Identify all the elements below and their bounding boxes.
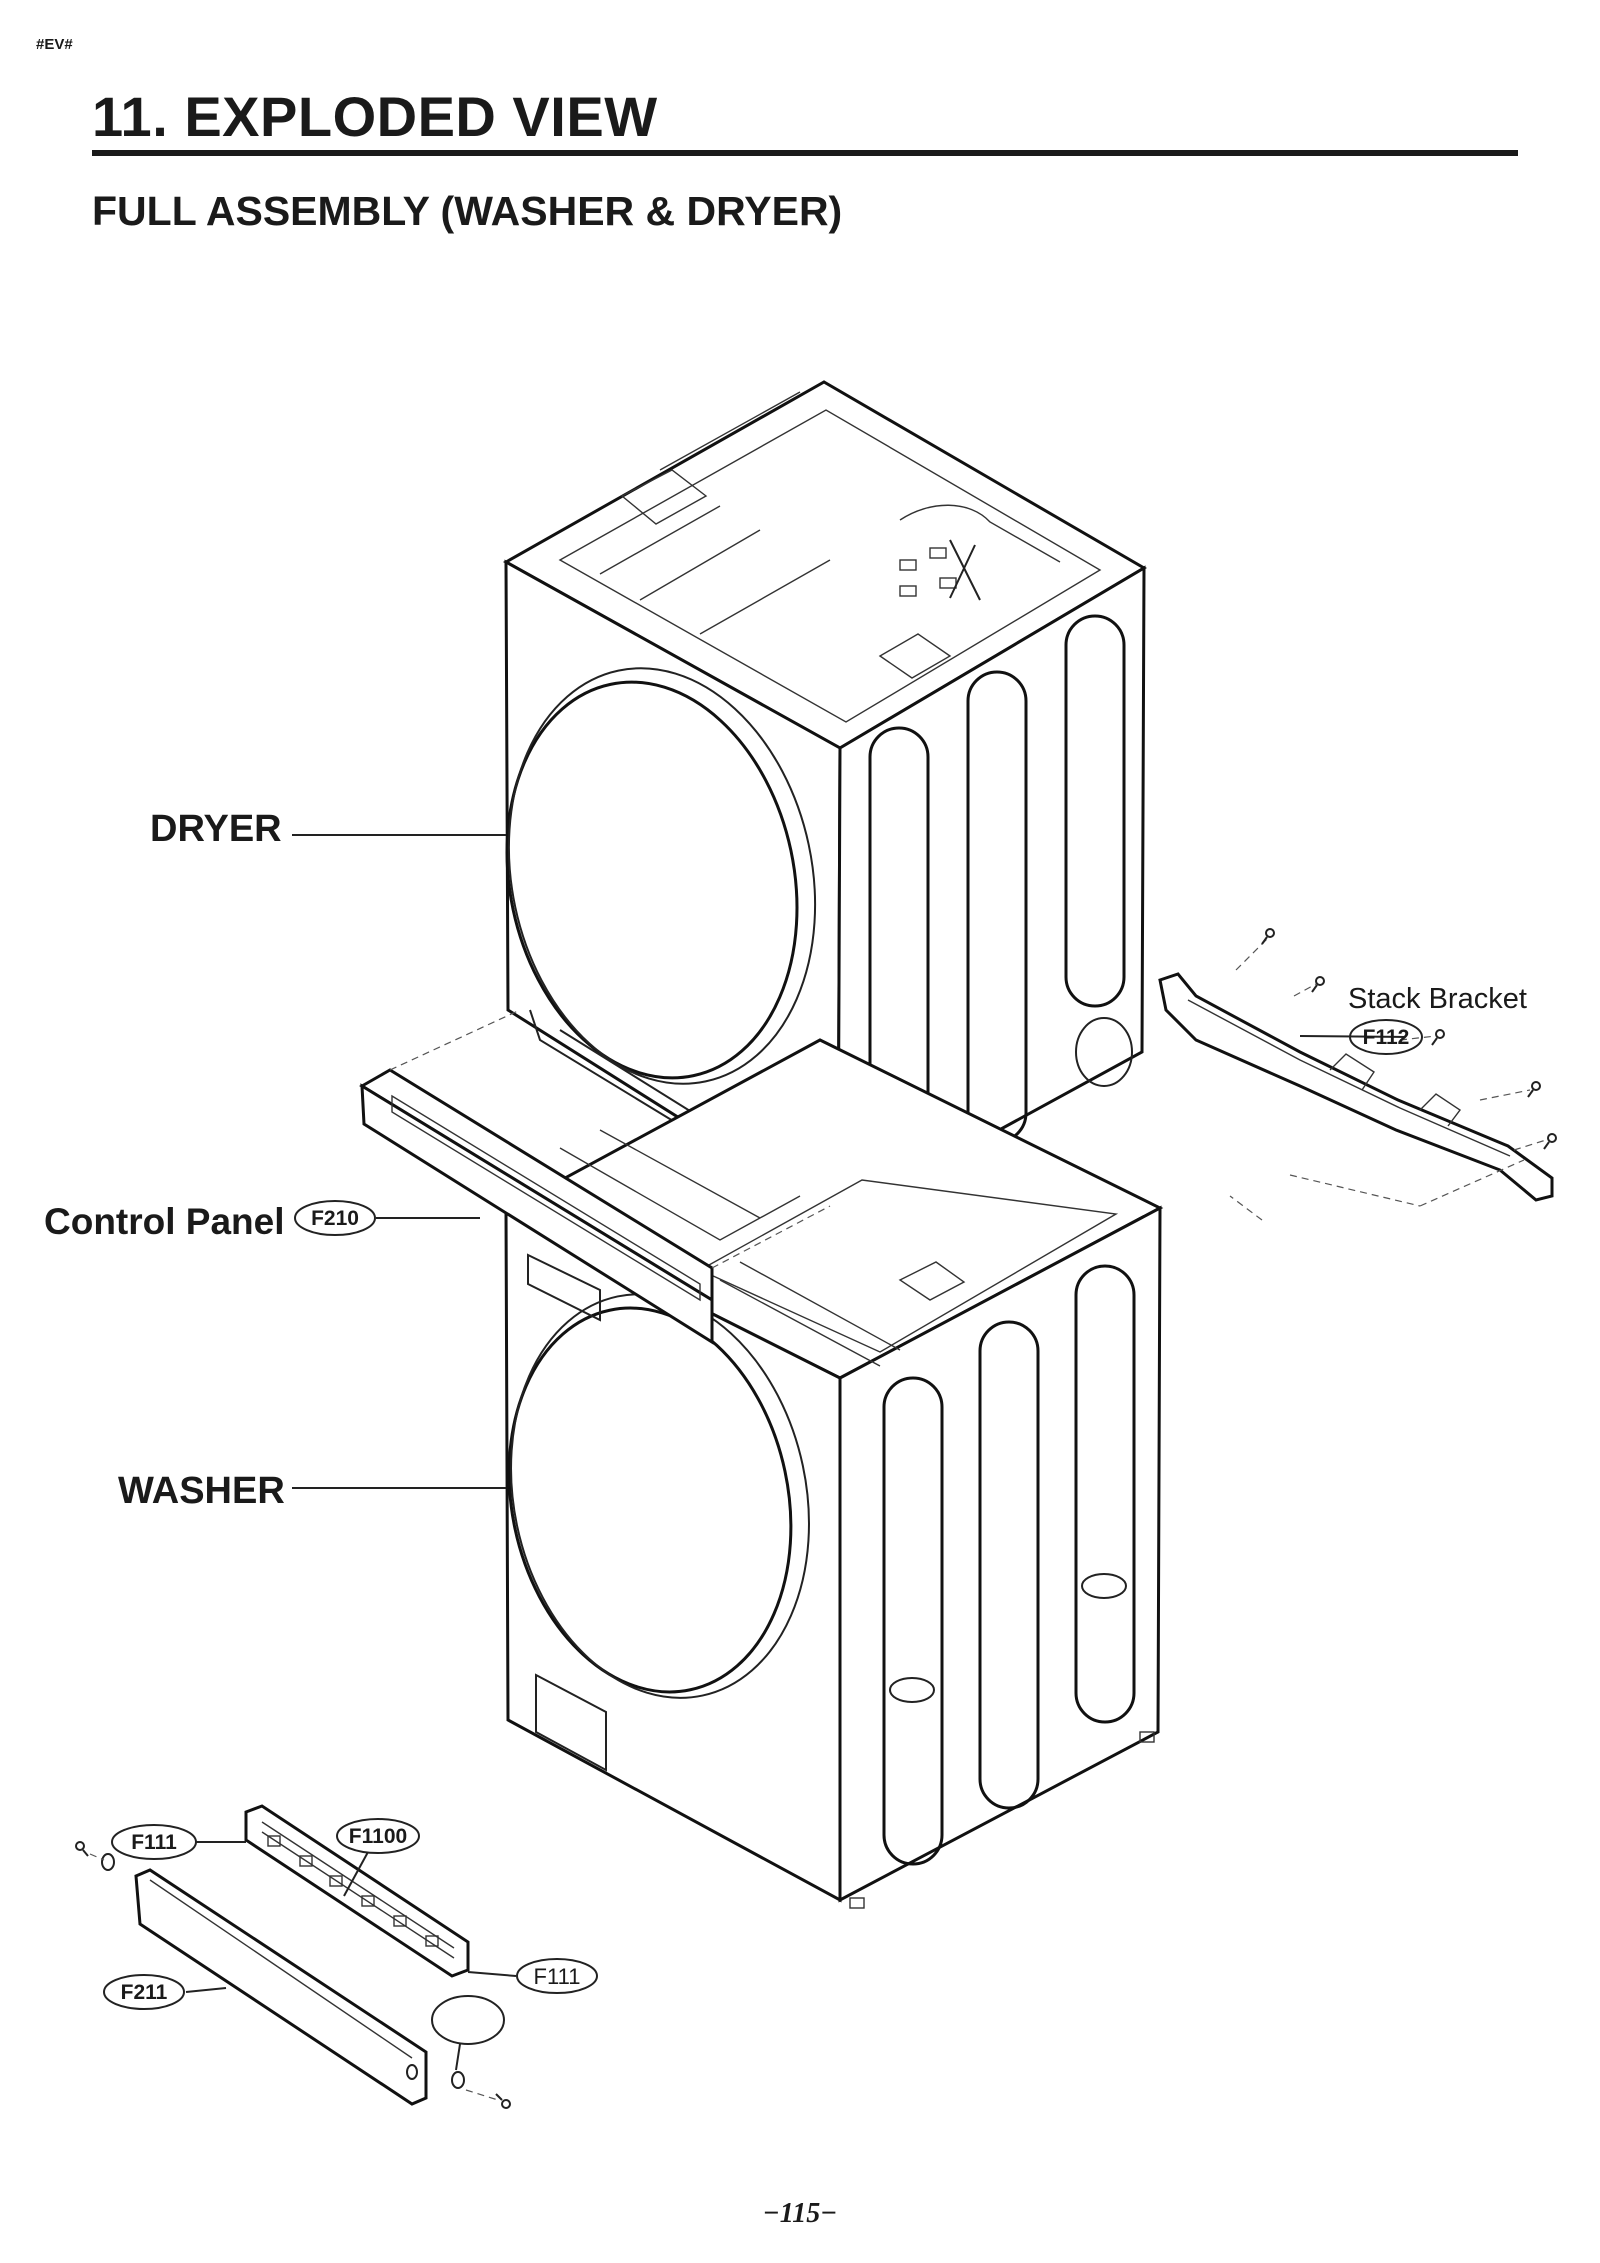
- part-callout-f1100-text: F1100: [349, 1825, 407, 1848]
- part-callout-f111-right-text: F111: [534, 1964, 581, 1989]
- stack-bracket-label: Stack Bracket: [1348, 983, 1527, 1015]
- front-trim-part: [75, 1841, 511, 2109]
- screw-icon: [75, 1841, 89, 1857]
- part-callout-f211: F211: [103, 1974, 185, 2010]
- part-callout-f210-text: F210: [311, 1207, 359, 1230]
- part-callout-f111-left-text: F111: [131, 1831, 177, 1854]
- f211-leader-line: [185, 1987, 227, 1993]
- page-title: 11. EXPLODED VIEW: [92, 85, 658, 148]
- document-tag: #EV#: [36, 36, 73, 53]
- part-callout-f210: F210: [294, 1200, 376, 1236]
- page-number: −115−: [762, 2198, 838, 2229]
- f111-right-leader-line: [467, 1971, 517, 1977]
- control-panel-label: Control Panel: [44, 1201, 285, 1242]
- page-subtitle: FULL ASSEMBLY (WASHER & DRYER): [92, 188, 843, 234]
- stack-bracket-part: [1158, 928, 1557, 1221]
- part-callout-f111-left: F111: [111, 1824, 197, 1860]
- screw-icon: [1527, 1081, 1541, 1098]
- dryer-unit: [502, 380, 1147, 1221]
- f1100-leader-line: [343, 1851, 369, 1897]
- washer-unit: [502, 1038, 1164, 1909]
- washer-label: WASHER: [118, 1470, 285, 1512]
- part-callout-f211-text: F211: [121, 1981, 168, 2004]
- part-callout-f1100: F1100: [336, 1818, 420, 1854]
- screw-icon: [1431, 1029, 1445, 1046]
- dryer-label: DRYER: [150, 808, 282, 850]
- screw-icon: [1261, 928, 1275, 945]
- screw-icon: [495, 2093, 511, 2109]
- part-callout-f112: F112: [1349, 1019, 1423, 1055]
- pcb-assembly-part: [244, 1804, 470, 1978]
- screw-icon: [1543, 1133, 1557, 1150]
- title-rule: [92, 150, 1518, 156]
- control-panel-part: [359, 1009, 831, 1345]
- f112-leader-line: [1299, 1035, 1406, 1038]
- part-callout-f112-text: F112: [1363, 1026, 1410, 1049]
- screw-icon: [1311, 976, 1325, 993]
- part-callout-f111-right: F111: [516, 1958, 598, 1994]
